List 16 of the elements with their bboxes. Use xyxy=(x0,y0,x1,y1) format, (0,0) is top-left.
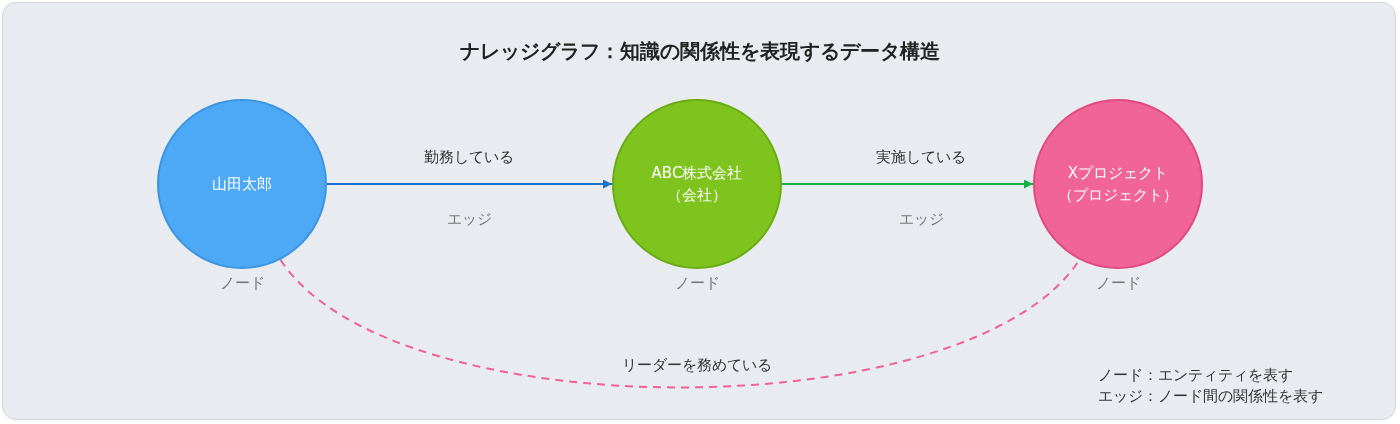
arrow xyxy=(326,179,613,189)
node-label: ABC株式会社 xyxy=(651,163,743,184)
node-label: 山田太郎 xyxy=(212,174,272,195)
node-label: （会社） xyxy=(667,185,727,206)
node-caption: ノード xyxy=(674,274,720,293)
node-caption: ノード xyxy=(1095,274,1141,293)
note: エッジ：ノード間の関係性を表す xyxy=(1098,387,1323,406)
arrow xyxy=(781,179,1034,189)
node-label: Xプロジェクト xyxy=(1067,163,1169,184)
edge-caption: エッジ xyxy=(898,210,944,229)
node-caption: ノード xyxy=(219,274,265,293)
node-label: （プロジェクト） xyxy=(1058,185,1178,206)
title: ナレッジグラフ：知識の関係性を表現するデータ構造 xyxy=(459,38,941,65)
edge-caption: エッジ xyxy=(446,210,492,229)
note: ノード：エンティティを表す xyxy=(1098,366,1293,385)
dashed-connector xyxy=(279,258,1081,389)
